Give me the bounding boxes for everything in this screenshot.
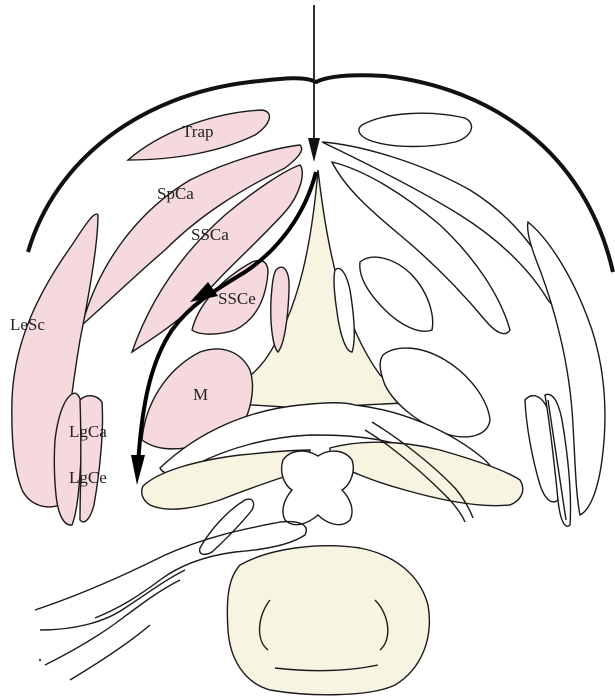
label-lgca: LgCa	[69, 422, 107, 441]
stray-dot	[39, 659, 41, 661]
left-rib-tail-2	[70, 625, 150, 680]
spinal-canal	[282, 451, 354, 525]
muscle-lgce	[80, 396, 103, 522]
right-trap	[359, 113, 472, 146]
left-facet	[200, 499, 254, 554]
label-ssca: SSCa	[191, 225, 229, 244]
label-spca: SpCa	[157, 184, 194, 203]
right-transverse-process	[330, 442, 523, 505]
label-lgce: LgCe	[69, 468, 107, 487]
label-ssce: SSCe	[218, 289, 256, 308]
needle-arrowhead	[308, 138, 320, 162]
approach-arrowhead-end	[131, 455, 145, 485]
vertebral-body	[227, 546, 429, 695]
label-lesc: LeSc	[10, 315, 45, 334]
label-trap: Trap	[182, 122, 214, 141]
right-ssce	[360, 257, 433, 331]
label-m: M	[193, 385, 208, 404]
right-spca	[322, 142, 557, 305]
